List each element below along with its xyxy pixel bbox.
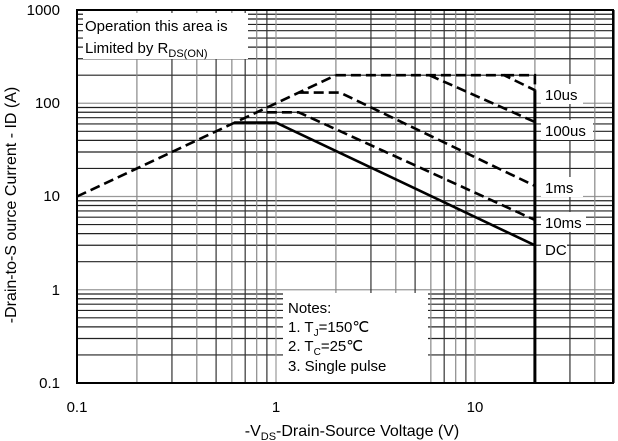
label-10us: 10us [545,87,578,104]
rds-note-line2: Limited by RDS(ON) [85,40,207,60]
curve-dc [234,121,536,247]
curve-10ms [266,111,536,222]
x-tick: 10 [467,399,484,416]
y-tick: 1000 [27,2,60,19]
curve-rds-on-limit [76,74,337,198]
y-tick: 0.1 [39,375,60,392]
note-3: 3. Single pulse [288,358,386,375]
y-axis-title: -Drain-to-S ource Current - ID (A) [3,87,20,324]
notes-title: Notes: [288,300,331,317]
label-dc: DC [545,242,567,259]
x-axis-title: -VDS-Drain-Source Voltage (V) [245,423,459,441]
x-tick: 1 [272,399,280,416]
curve-labels: 10us 100us 1ms 10ms DC [541,84,593,259]
y-tick: 100 [35,95,60,112]
curve-1ms [298,91,536,188]
rds-note-bg [83,13,248,59]
y-tick-labels: 1000 100 10 1 0.1 [27,2,60,392]
y-tick: 10 [43,188,60,205]
curve-10us-cap [504,73,537,91]
y-tick: 1 [52,282,60,299]
notes-bg [283,293,428,382]
curve-100us [428,74,536,124]
x-tick-labels: 0.1 1 10 [67,399,484,416]
rds-note-line1: Operation this area is [85,18,228,35]
label-1ms: 1ms [545,180,573,197]
grid [76,10,615,384]
plot-frame [76,9,614,384]
label-100us: 100us [545,123,586,140]
x-tick: 0.1 [67,399,88,416]
curves [76,73,537,383]
note-2: 2. TC=25℃ [288,338,363,358]
note-1: 1. TJ=150℃ [288,319,369,339]
label-10ms: 10ms [545,215,582,232]
